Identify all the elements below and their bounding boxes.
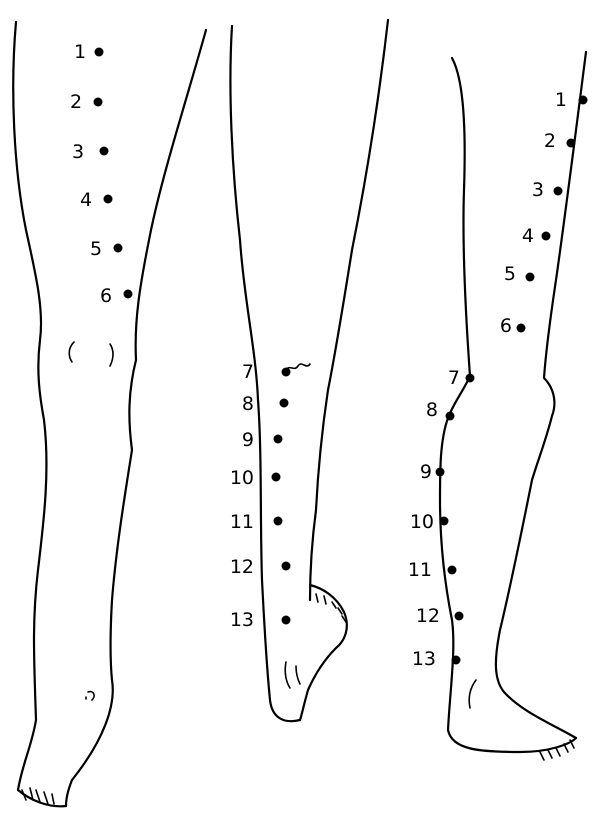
- back-point-label-10: 10: [230, 467, 254, 489]
- front-point-2-marker: [94, 98, 103, 107]
- back-leg-labels: 7 8 9 10 11 12 13: [230, 361, 254, 631]
- back-point-9-marker: [274, 435, 283, 444]
- back-leg-heel-lines: [285, 662, 300, 688]
- side-leg-outline-back: [496, 52, 586, 738]
- side-leg-ankle-mark: [469, 680, 476, 708]
- front-point-5-marker: [114, 244, 123, 253]
- back-point-12-marker: [282, 562, 291, 571]
- side-point-upper-5-marker: [526, 273, 535, 282]
- side-point-label-10: 10: [410, 511, 434, 533]
- front-leg-outline-right: [66, 30, 206, 806]
- side-point-upper-4-marker: [542, 232, 551, 241]
- front-point-label-4: 4: [80, 189, 92, 211]
- back-leg-knee-squiggle: [286, 364, 310, 370]
- front-leg-labels: 1 2 3 4 5 6: [70, 41, 112, 307]
- side-leg-labels: 1 2 3 4 5 6 7 8 9 10 11 12 13: [408, 89, 567, 670]
- front-point-3-marker: [100, 147, 109, 156]
- front-point-label-6: 6: [100, 285, 112, 307]
- side-point-lower-9-marker: [436, 468, 445, 477]
- back-point-label-12: 12: [230, 556, 254, 578]
- side-point-label-13: 13: [412, 648, 436, 670]
- side-point-lower-10-marker: [440, 517, 449, 526]
- back-leg-foot: [300, 585, 347, 720]
- side-point-upper-1-marker: [579, 96, 588, 105]
- side-point-upper-2-marker: [567, 139, 576, 148]
- front-point-label-2: 2: [70, 91, 82, 113]
- back-point-11-marker: [274, 517, 283, 526]
- side-point-label-8: 8: [426, 399, 438, 421]
- side-point-label-9: 9: [420, 461, 432, 483]
- side-point-label-6: 6: [500, 315, 512, 337]
- side-point-lower-12-marker: [455, 612, 464, 621]
- side-point-label-2: 2: [544, 130, 556, 152]
- front-point-label-1: 1: [74, 41, 86, 63]
- back-point-label-13: 13: [230, 609, 254, 631]
- front-point-1-marker: [95, 48, 104, 57]
- front-point-4-marker: [104, 195, 113, 204]
- side-point-label-12: 12: [416, 605, 440, 627]
- side-point-label-11: 11: [408, 559, 432, 581]
- back-point-label-9: 9: [242, 429, 254, 451]
- front-point-label-5: 5: [90, 238, 102, 260]
- back-point-13-marker: [282, 616, 291, 625]
- front-point-label-3: 3: [72, 141, 84, 163]
- front-leg: [13, 22, 206, 806]
- side-point-lower-11-marker: [448, 566, 457, 575]
- side-point-lower-7-marker: [466, 374, 475, 383]
- back-point-8-marker: [280, 399, 289, 408]
- side-leg-outline-front: [440, 58, 576, 752]
- back-point-label-8: 8: [242, 393, 254, 415]
- side-point-upper-6-marker: [517, 324, 526, 333]
- back-point-label-7: 7: [242, 361, 254, 383]
- side-point-label-1: 1: [555, 89, 567, 111]
- side-point-label-3: 3: [532, 179, 544, 201]
- side-point-label-5: 5: [504, 263, 516, 285]
- back-leg: [230, 20, 388, 721]
- back-point-7-marker: [282, 368, 291, 377]
- side-point-upper-3-marker: [554, 187, 563, 196]
- side-point-label-4: 4: [522, 225, 534, 247]
- back-leg-outline-right: [310, 20, 388, 600]
- side-leg: [440, 52, 586, 760]
- side-point-lower-13-marker: [452, 656, 461, 665]
- front-leg-ankle-mark: [86, 692, 94, 700]
- back-point-label-11: 11: [230, 511, 254, 533]
- front-leg-outline-left: [13, 22, 66, 806]
- side-point-lower-8-marker: [446, 412, 455, 421]
- front-leg-kneecap-right: [110, 344, 113, 366]
- side-point-label-7: 7: [448, 367, 460, 389]
- back-point-10-marker: [272, 473, 281, 482]
- front-leg-kneecap-left: [69, 342, 74, 362]
- front-point-6-marker: [124, 290, 133, 299]
